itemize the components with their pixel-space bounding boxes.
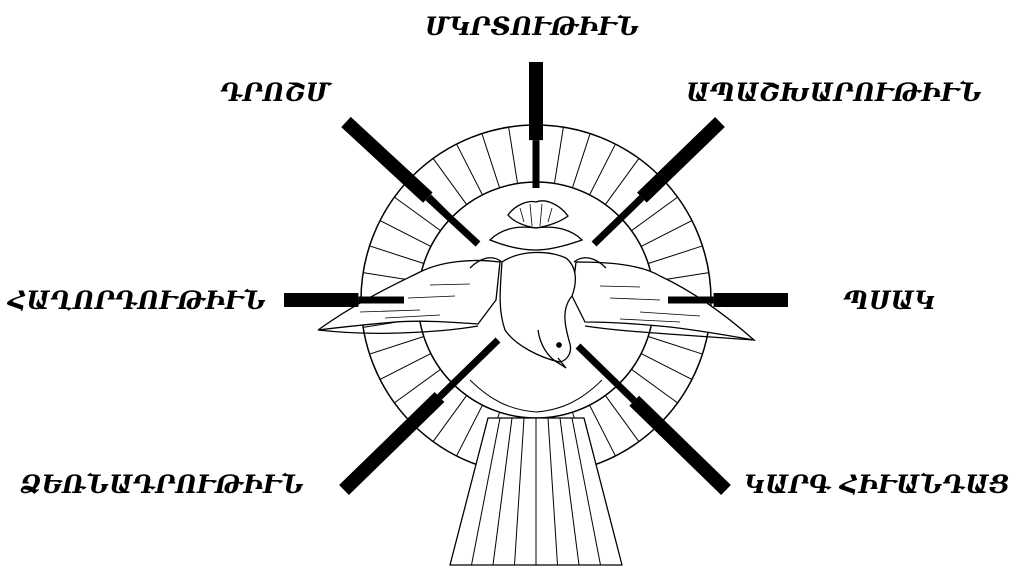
ray-top-left-outer bbox=[346, 122, 428, 198]
label-baptism: ՄԿՐՏՈՒԹԻՒՆ bbox=[425, 14, 639, 39]
label-anointing-of-sick: ԿԱՐԳ ՀԻՒԱՆԴԱՑ bbox=[744, 472, 1010, 497]
ray-bottom-left-outer bbox=[344, 397, 439, 490]
ray-top-right-outer bbox=[642, 122, 720, 198]
label-chrismation: ԴՐՈՇՄ bbox=[220, 80, 330, 105]
label-ordination: ՁԵՌՆԱԴՐՈՒԹԻՒՆ bbox=[20, 472, 304, 497]
ray-bottom-right-outer bbox=[634, 401, 726, 490]
label-communion: ՀԱՂՈՐԴՈՒԹԻՒՆ bbox=[8, 288, 266, 313]
label-marriage: ՊՍԱԿ bbox=[843, 288, 935, 313]
label-penance: ԱՊԱՇԽԱՐՈՒԹԻՒՆ bbox=[686, 80, 982, 105]
